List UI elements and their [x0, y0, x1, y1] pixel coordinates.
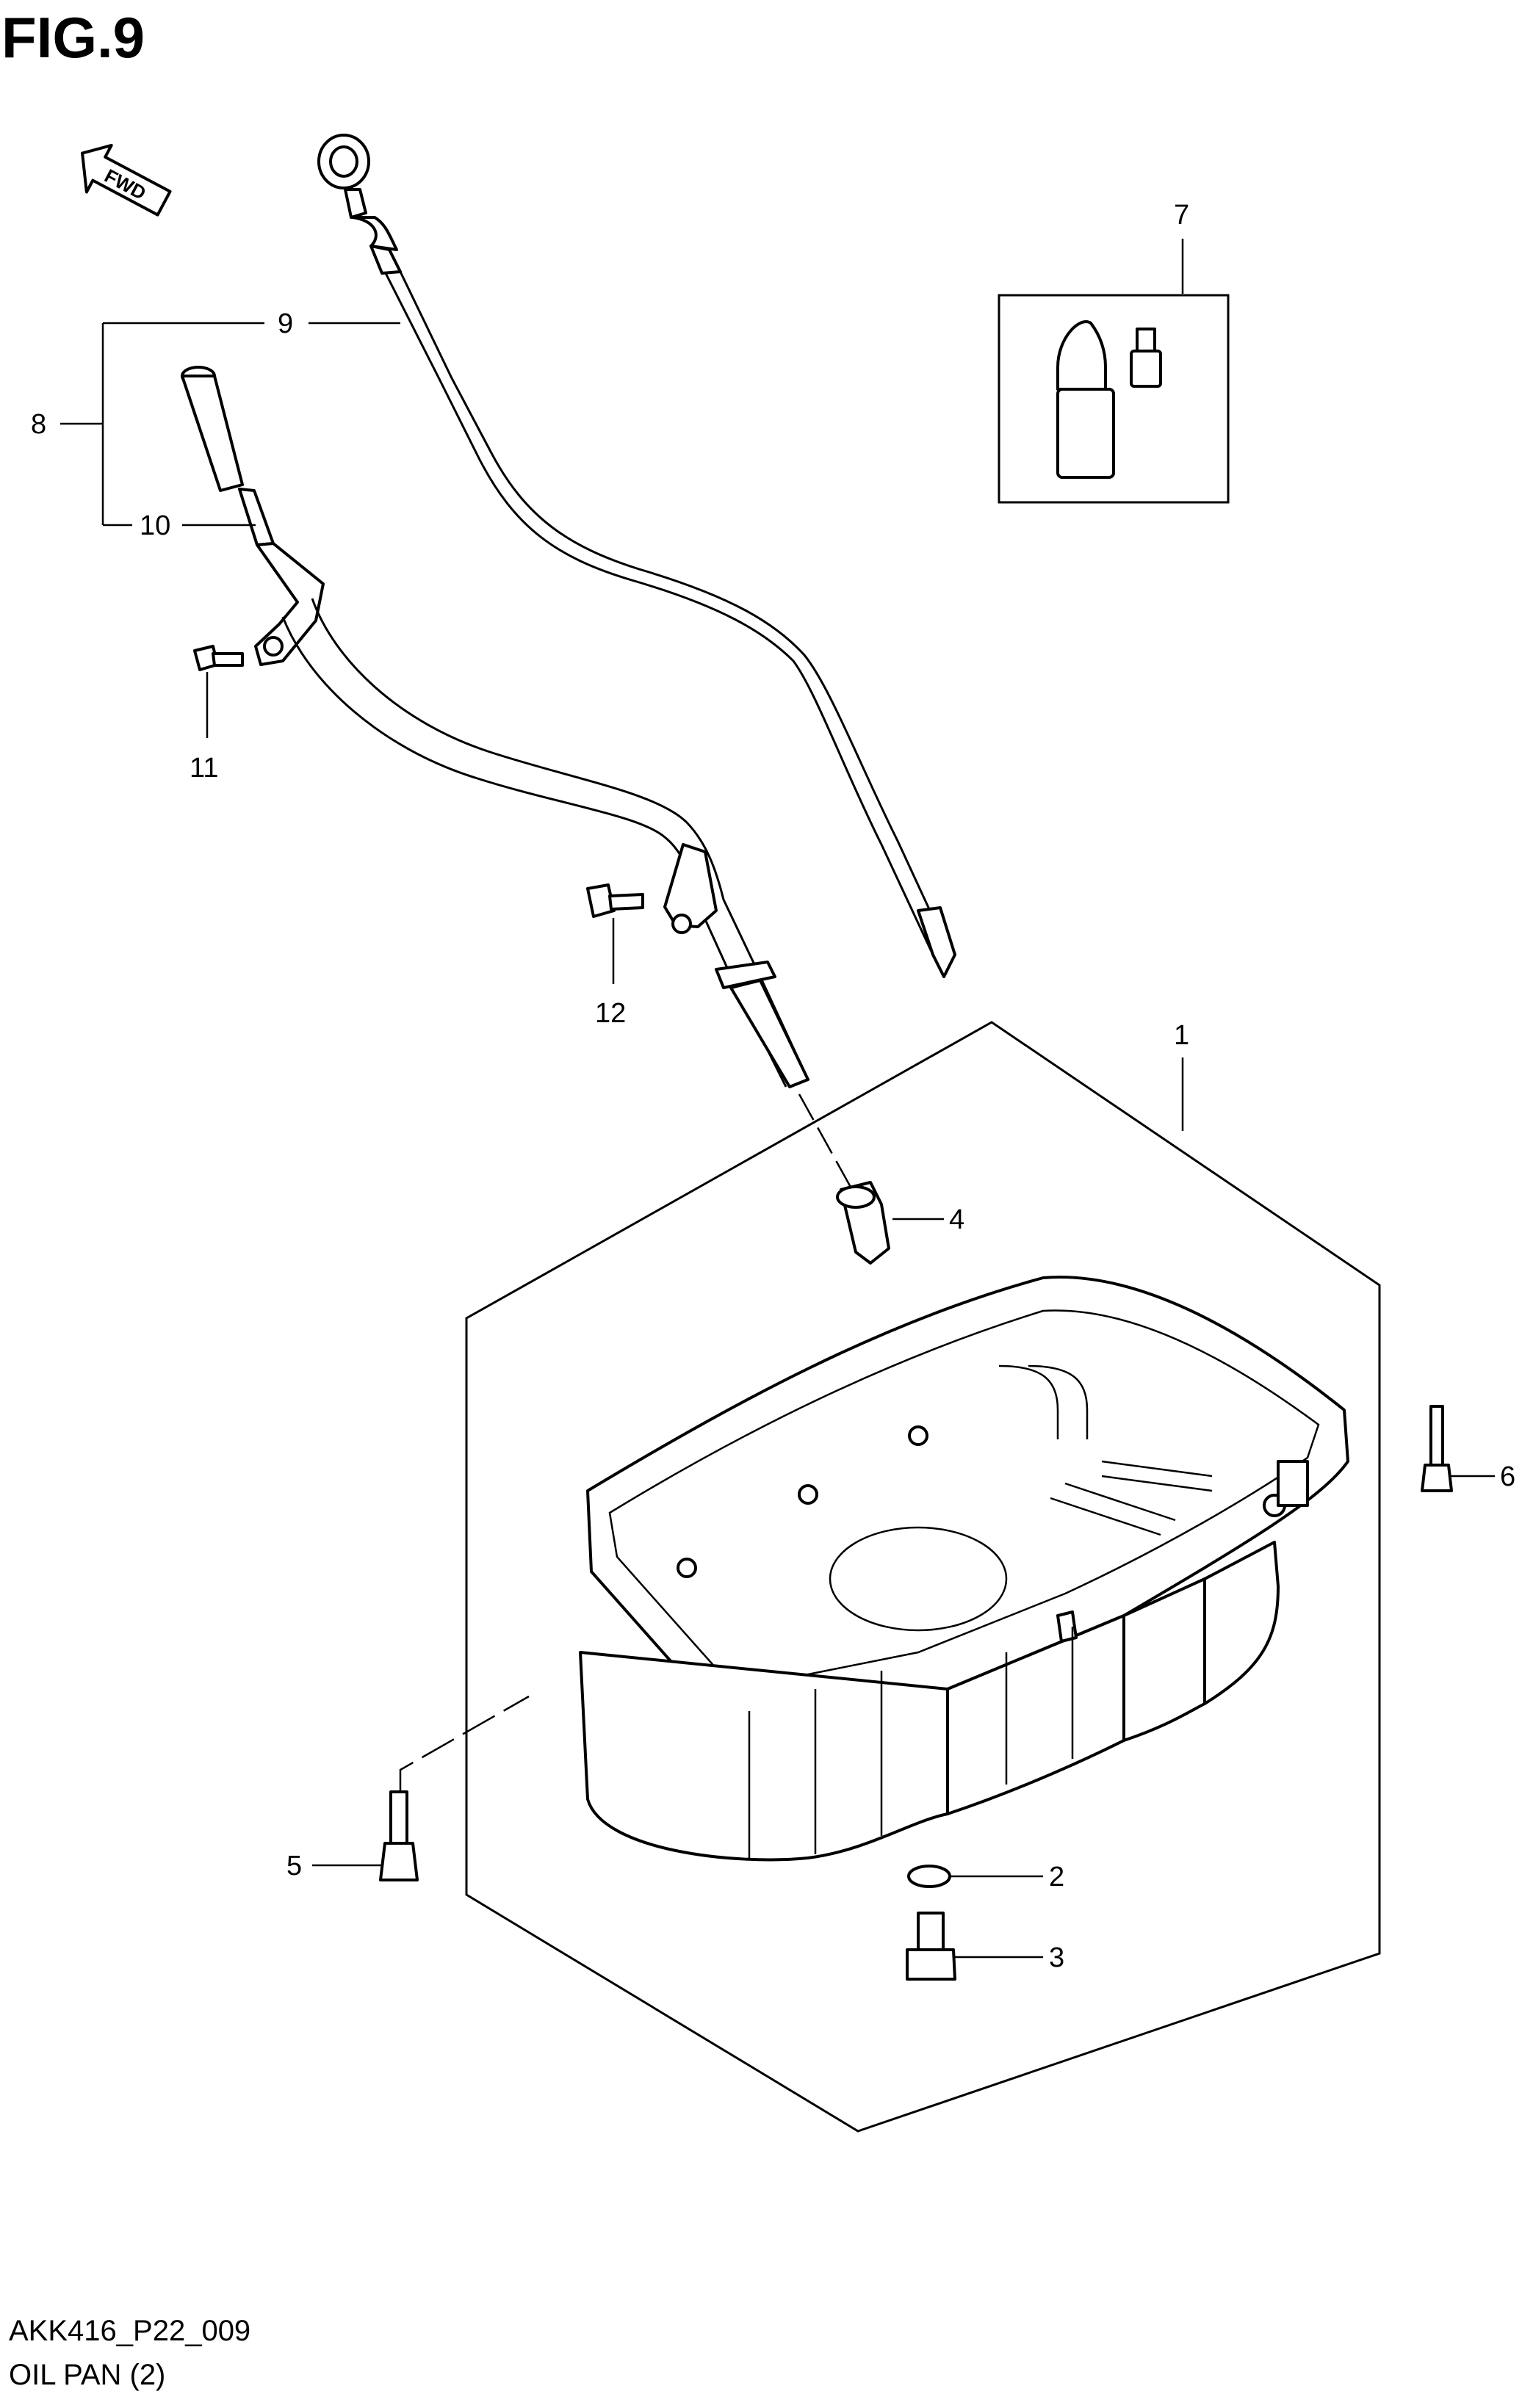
part-number-12: 12	[595, 998, 626, 1029]
leader-gauge-to-plug	[798, 1093, 854, 1190]
figure-title: FIG.9	[1, 5, 145, 70]
part-number-3: 3	[1049, 1942, 1064, 1973]
bolt-6-icon	[1421, 1405, 1453, 1492]
part-number-4: 4	[949, 1204, 964, 1235]
part-number-2: 2	[1049, 1862, 1064, 1892]
drain-bolt-3-icon	[906, 1912, 956, 1981]
part-number-labels: 1 2 3 4 5 6 7 8 9 10 11 12	[31, 200, 1515, 1973]
sealant-kit-box	[998, 294, 1230, 504]
part-number-8: 8	[31, 409, 46, 440]
bolt-12-icon	[586, 883, 644, 984]
leader-lines	[60, 239, 1495, 1959]
fwd-arrow-icon: FWD	[81, 143, 172, 217]
part-number-10: 10	[140, 510, 170, 541]
drawing-code: AKK416_P22_009	[9, 2315, 250, 2347]
oil-level-gauge	[317, 134, 956, 978]
gauge-guide-tube	[181, 366, 809, 1088]
part-number-11: 11	[190, 753, 218, 784]
bolt-5-icon	[379, 1790, 419, 1881]
drain-plug-4-icon	[836, 1181, 890, 1265]
washer-2-icon	[907, 1865, 951, 1888]
oil-pan	[579, 1276, 1349, 1862]
leader-bolt-5-to-pan	[399, 1695, 530, 1792]
part-number-6: 6	[1500, 1461, 1515, 1492]
part-number-9: 9	[278, 308, 293, 339]
bolt-11-icon	[193, 645, 244, 738]
part-number-5: 5	[286, 1851, 302, 1881]
assembly-outline	[465, 1021, 1381, 2133]
part-number-7: 7	[1174, 200, 1189, 231]
diagram-caption: OIL PAN (2)	[9, 2359, 165, 2391]
part-number-1: 1	[1174, 1020, 1189, 1051]
